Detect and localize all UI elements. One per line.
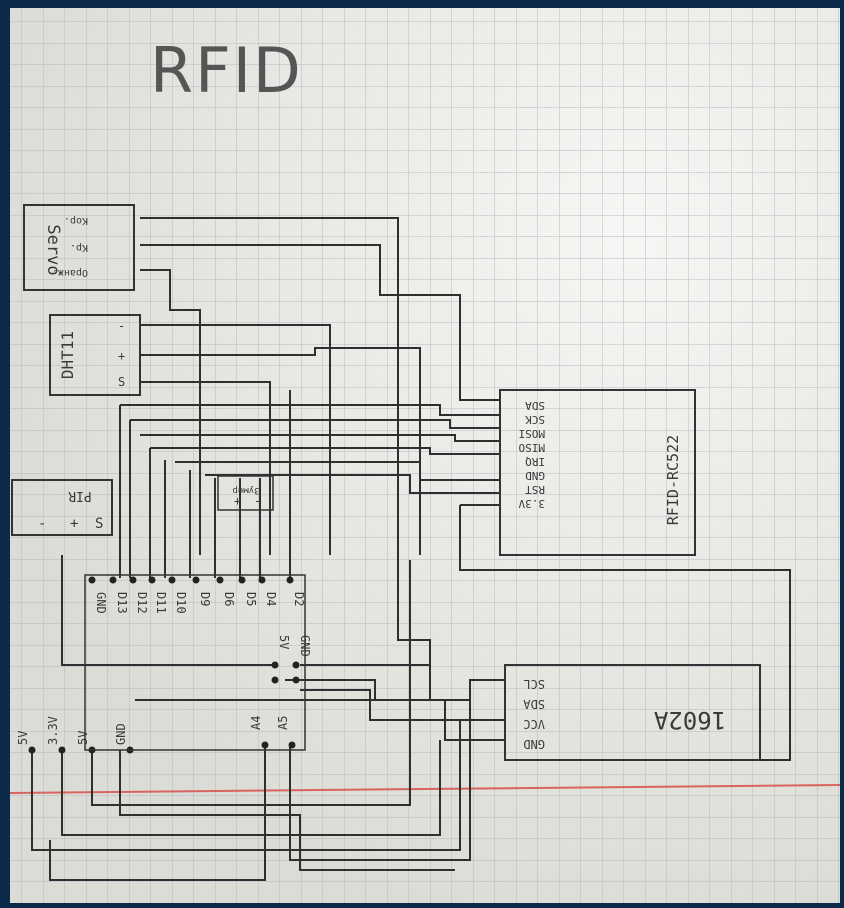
rfid-pin-gnd: GND <box>525 469 545 482</box>
arduino-pin-dot-d4 <box>258 576 266 584</box>
rfid-pin-sda: SDA <box>525 399 545 412</box>
arduino-board-outline <box>84 574 306 751</box>
arduino-left-pin-1: 3.3V <box>46 716 60 745</box>
arduino-left-pin-3: GND <box>114 723 128 745</box>
servo-label: Servo <box>43 224 63 275</box>
arduino-pin-dot-d5 <box>238 576 246 584</box>
arduino-power-dot2-0 <box>271 676 279 684</box>
rfid-pin-miso: MISO <box>519 441 546 454</box>
arduino-pin-dot-d12 <box>129 576 137 584</box>
arduino-pin-d5: D5 <box>244 592 258 606</box>
lcd-pin-scl: SCL <box>523 677 545 691</box>
arduino-pin-dot-gnd <box>88 576 96 584</box>
arduino-top-header: GND D13 D12 D11 D10 D9 D6 D5 D4 D2 <box>88 576 306 614</box>
rfid-pin-rst: RST <box>525 483 545 496</box>
arduino-analog-pin-a4: A4 <box>249 716 263 730</box>
arduino-pin-dot-d11 <box>148 576 156 584</box>
lcd-pin-sda: SDA <box>523 697 545 711</box>
arduino-pin-dot-d2 <box>286 576 294 584</box>
arduino-power-dot2-1 <box>292 676 300 684</box>
arduino-pin-d12: D12 <box>135 592 149 614</box>
dht11-pin-minus: - <box>118 319 125 333</box>
arduino-pin-d4: D4 <box>264 592 278 606</box>
pir-label: PIR <box>68 488 92 503</box>
arduino-analog-dot-a4 <box>261 741 269 749</box>
lcd-label: 1602A <box>653 706 726 734</box>
dht11-pin-s: S <box>118 375 125 389</box>
rfid-pin-33v: 3.3V <box>518 497 545 510</box>
pir-sensor-module: PIR S + - <box>11 479 113 536</box>
pir-pin-plus: + <box>70 516 78 532</box>
buzzer-module: Зумер + - <box>217 475 274 511</box>
arduino-left-pin-2: 5V <box>76 731 90 745</box>
rfid-label: RFID-RC522 <box>664 435 682 525</box>
arduino-power-dot-1 <box>292 661 300 669</box>
arduino-pin-d2: D2 <box>292 592 306 606</box>
lcd-pin-gnd: GND <box>523 737 545 751</box>
arduino-left-pin-0: 5V <box>16 731 30 745</box>
arduino-pin-dot-d10 <box>168 576 176 584</box>
dht11-label: DHT11 <box>58 331 77 379</box>
arduino-left-dot-0 <box>28 746 36 754</box>
pir-pin-s: S <box>95 516 103 532</box>
margin-line <box>9 784 841 794</box>
servo-module: Servo Кор. Кр. Оранж. <box>23 204 135 291</box>
rfid-pin-sck: SCK <box>525 413 545 426</box>
arduino-pin-d10: D10 <box>174 592 188 614</box>
lcd-pin-vcc: VCC <box>523 717 545 731</box>
arduino-power-dot-0 <box>271 661 279 669</box>
arduino-analog-header: A4 A5 <box>249 716 296 749</box>
servo-pin-red: Кр. <box>70 242 88 253</box>
arduino-left-dot-1 <box>58 746 66 754</box>
dht11-pin-plus: + <box>118 349 125 363</box>
arduino-pin-gnd: GND <box>94 592 108 614</box>
rfid-pin-irq: IRQ <box>525 455 545 468</box>
dht11-module: DHT11 S + - <box>49 314 141 396</box>
pir-pin-minus: - <box>38 516 46 532</box>
rfid-pin-mosi: MOSI <box>519 427 546 440</box>
arduino-pin-d9: D9 <box>198 592 212 606</box>
arduino-analog-pin-a5: A5 <box>276 716 290 730</box>
arduino-pin-dot-d9 <box>192 576 200 584</box>
arduino-power-pin-5v: 5V <box>277 635 291 649</box>
servo-pin-brown: Кор. <box>64 215 88 226</box>
buzzer-pin-minus: - <box>254 494 261 508</box>
wires <box>31 217 791 881</box>
paper-sheet <box>9 8 841 903</box>
arduino-pin-d13: D13 <box>115 592 129 614</box>
arduino-pin-d6: D6 <box>222 592 236 606</box>
diagram-title: RFID <box>150 34 303 107</box>
servo-pin-orange: Оранж. <box>52 267 88 278</box>
buzzer-label: Зумер <box>232 485 259 495</box>
lcd-pin-labels: SCL SDA VCC GND <box>523 677 545 751</box>
lcd-1602a-module: 1602A SCL SDA VCC GND <box>504 664 761 761</box>
arduino-analog-dot-a5 <box>288 741 296 749</box>
arduino-pin-dot-d13 <box>109 576 117 584</box>
arduino-pin-d11: D11 <box>154 592 168 614</box>
buzzer-pin-plus: + <box>234 494 241 508</box>
arduino-pin-dot-d6 <box>216 576 224 584</box>
